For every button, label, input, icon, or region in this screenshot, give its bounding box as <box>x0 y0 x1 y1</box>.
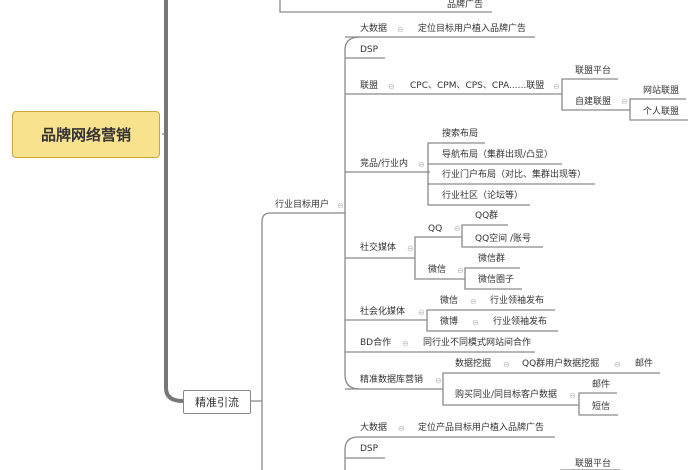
node-qq-space[interactable]: QQ空间 /账号 <box>475 234 532 244</box>
node-wechat[interactable]: 微信 <box>428 265 447 275</box>
node-portal-layout[interactable]: 行业门户布局（对比、集群出现等） <box>442 170 587 180</box>
collapse-icon[interactable]: ⊖ <box>553 82 560 91</box>
node-union-desc[interactable]: CPC、CPM、CPS、CPA......联盟 <box>410 81 545 91</box>
node-wechat-leader[interactable]: 行业领袖发布 <box>490 296 545 306</box>
collapse-icon[interactable]: ⊖ <box>397 25 404 34</box>
node-search-layout[interactable]: 搜索布局 <box>442 129 479 139</box>
node-wechat-group[interactable]: 微信群 <box>478 254 506 264</box>
collapse-icon[interactable]: ⊖ <box>402 339 409 348</box>
node-db-marketing[interactable]: 精准数据库营销 <box>360 375 424 385</box>
node-dsp[interactable]: DSP <box>360 45 379 55</box>
node-nav-layout[interactable]: 导航布局（集群出现/凸显） <box>442 150 554 160</box>
node-competitor[interactable]: 竞品/行业内 <box>360 159 409 169</box>
node-sms[interactable]: 短信 <box>592 402 611 412</box>
node-bigdata[interactable]: 大数据 <box>360 24 388 34</box>
node-union[interactable]: 联盟 <box>360 81 379 91</box>
collapse-icon[interactable]: ⊖ <box>457 266 464 275</box>
collapse-icon[interactable]: ⊖ <box>388 82 395 91</box>
collapse-icon[interactable]: ⊖ <box>569 391 576 400</box>
node-weibo-leader[interactable]: 行业领袖发布 <box>493 317 548 327</box>
collapse-icon[interactable]: ⊖ <box>472 318 479 327</box>
node-brand-ad[interactable]: 品牌广告 <box>447 0 484 10</box>
node-personal-union[interactable]: 个人联盟 <box>643 107 680 117</box>
collapse-icon[interactable]: ⊖ <box>407 244 414 253</box>
node-qq[interactable]: QQ <box>428 224 443 234</box>
node-mail1[interactable]: 邮件 <box>635 359 654 369</box>
node-bd-desc[interactable]: 同行业不同模式网站间合作 <box>423 338 532 348</box>
collapse-icon[interactable]: ⊖ <box>503 360 510 369</box>
collapse-icon[interactable]: ⊖ <box>337 201 344 210</box>
node-buy-data[interactable]: 购买同业/同目标客户数据 <box>455 390 558 400</box>
node-s-wechat[interactable]: 微信 <box>440 296 459 306</box>
node-union-platform[interactable]: 联盟平台 <box>575 66 612 76</box>
node-community[interactable]: 行业社区（论坛等） <box>442 191 524 201</box>
node-bigdata-desc[interactable]: 定位目标用户植入品牌广告 <box>418 24 527 34</box>
node-bigdata2[interactable]: 大数据 <box>360 423 388 433</box>
collapse-icon[interactable]: ⊖ <box>418 308 425 317</box>
node-self-union[interactable]: 自建联盟 <box>575 97 612 107</box>
node-qq-mining[interactable]: QQ群用户数据挖掘 <box>522 359 600 369</box>
node-site-union[interactable]: 网站联盟 <box>643 86 680 96</box>
collapse-icon[interactable]: ⊖ <box>470 297 477 306</box>
node-wechat-circle[interactable]: 微信圈子 <box>478 275 515 285</box>
node-weibo[interactable]: 微博 <box>440 317 459 327</box>
node-mail2[interactable]: 邮件 <box>592 380 611 390</box>
node-union-platform2[interactable]: 联盟平台 <box>575 459 612 469</box>
collapse-icon[interactable]: ⊖ <box>454 224 461 233</box>
node-dsp2[interactable]: DSP <box>360 444 379 454</box>
node-social[interactable]: 社交媒体 <box>360 243 397 253</box>
collapse-icon[interactable]: ⊖ <box>418 160 425 169</box>
node-precise-traffic[interactable]: 精准引流 <box>183 390 251 414</box>
node-qq-group[interactable]: QQ群 <box>475 211 499 221</box>
node-bigdata2-desc[interactable]: 定位产品目标用户植入品牌广告 <box>418 423 545 433</box>
collapse-icon[interactable]: ⊖ <box>435 376 442 385</box>
node-socialized[interactable]: 社会化媒体 <box>360 307 406 317</box>
collapse-icon[interactable]: ⊖ <box>614 360 621 369</box>
collapse-icon[interactable]: ⊖ <box>398 424 405 433</box>
collapse-icon[interactable]: ⊖ <box>621 97 628 106</box>
node-industry-users[interactable]: 行业目标用户 <box>275 200 330 210</box>
root-node[interactable]: 品牌网络营销 <box>12 111 160 158</box>
node-mining[interactable]: 数据挖掘 <box>455 359 492 369</box>
node-bd[interactable]: BD合作 <box>360 338 392 348</box>
